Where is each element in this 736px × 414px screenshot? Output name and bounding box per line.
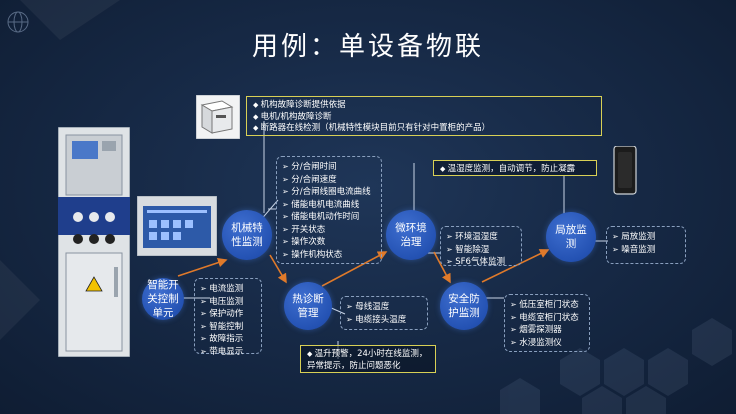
mechanical-notes-callout: 机构故障诊断提供依据电机/机构故障诊断断路器在线检测（机械特性模块目前只有针对中… (246, 96, 602, 136)
smart-switch-item: 带电显示 (200, 346, 256, 359)
partial-discharge-item: 噪音监测 (612, 244, 680, 257)
micro-environment-item: 智能除湿 (446, 244, 516, 257)
mechanical-item: 分/合闸时间 (282, 161, 376, 174)
safety-item: 烟雾探测器 (510, 324, 584, 337)
mechanism-module-image (196, 95, 240, 139)
node-thermal[interactable]: 热诊断管理 (284, 282, 332, 330)
thermal-note-callout: 温升预警，24小时在线监测，异常提示，防止问题恶化 (300, 345, 436, 373)
thermal-details: 母线温度电缆接头温度 (340, 296, 428, 330)
smart-switch-item: 智能控制 (200, 321, 256, 334)
mechanical-note: 机构故障诊断提供依据 (253, 100, 595, 112)
mechanical-item: 分/合闸线圈电流曲线 (282, 186, 376, 199)
thermal-item: 电缆接头温度 (346, 314, 422, 327)
environment-note: 温湿度监测，自动调节，防止凝露 (440, 164, 590, 176)
micro-environment-item: 环境温湿度 (446, 231, 516, 244)
mechanical-item: 储能电机动作时间 (282, 211, 376, 224)
node-partial-discharge-label: 局放监测 (555, 224, 587, 250)
node-safety[interactable]: 安全防护监测 (440, 282, 488, 330)
node-micro-environment-label: 微环境治理 (395, 222, 427, 248)
smart-switch-item: 保护动作 (200, 308, 256, 321)
smart-switch-details: 电流监测电压监测保护动作智能控制故障指示带电显示 (194, 278, 262, 357)
safety-details: 低压室柜门状态电缆室柜门状态烟雾探测器水浸监测仪 (504, 294, 590, 352)
partial-discharge-sensor-image (613, 146, 637, 195)
safety-item: 低压室柜门状态 (510, 299, 584, 312)
thermal-item: 母线温度 (346, 301, 422, 314)
node-smart-switch[interactable]: 智能开关控制单元 (142, 278, 184, 320)
partial-discharge-details: 局放监测噪音监测 (606, 226, 686, 264)
mechanical-item: 操作次数 (282, 236, 376, 249)
monitoring-display-image (137, 196, 217, 256)
node-smart-switch-label: 智能开关控制单元 (147, 279, 179, 319)
smart-switch-item: 电压监测 (200, 296, 256, 309)
node-mechanical-label: 机械特性监测 (231, 222, 263, 248)
mechanical-item: 储能电机电流曲线 (282, 199, 376, 212)
thermal-note: 温升预警，24小时在线监测，异常提示，防止问题恶化 (307, 349, 429, 372)
mechanical-item: 开关状态 (282, 224, 376, 237)
safety-item: 电缆室柜门状态 (510, 312, 584, 325)
switchgear-cabinet-image (58, 127, 130, 357)
node-partial-discharge[interactable]: 局放监测 (546, 212, 596, 262)
mechanical-item: 操作机构状态 (282, 249, 376, 262)
page-title: 用例：单设备物联 (251, 32, 484, 62)
node-thermal-label: 热诊断管理 (292, 293, 324, 319)
mechanical-note: 断路器在线检测（机械特性模块目前只有针对中置柜的产品） (253, 123, 595, 135)
micro-environment-item: SF6气体监测 (446, 256, 516, 269)
node-safety-label: 安全防护监测 (448, 293, 480, 319)
mechanical-note: 电机/机构故障诊断 (253, 112, 595, 124)
smart-switch-item: 电流监测 (200, 283, 256, 296)
node-mechanical[interactable]: 机械特性监测 (222, 210, 272, 260)
smart-switch-item: 故障指示 (200, 333, 256, 346)
mechanical-item: 分/合闸速度 (282, 174, 376, 187)
safety-item: 水浸监测仪 (510, 337, 584, 350)
partial-discharge-item: 局放监测 (612, 231, 680, 244)
node-micro-environment[interactable]: 微环境治理 (386, 210, 436, 260)
mechanical-details: 分/合闸时间分/合闸速度分/合闸线圈电流曲线储能电机电流曲线储能电机动作时间开关… (276, 156, 382, 264)
environment-note-callout: 温湿度监测，自动调节，防止凝露 (433, 160, 597, 176)
micro-environment-details: 环境温湿度智能除湿SF6气体监测 (440, 226, 522, 269)
